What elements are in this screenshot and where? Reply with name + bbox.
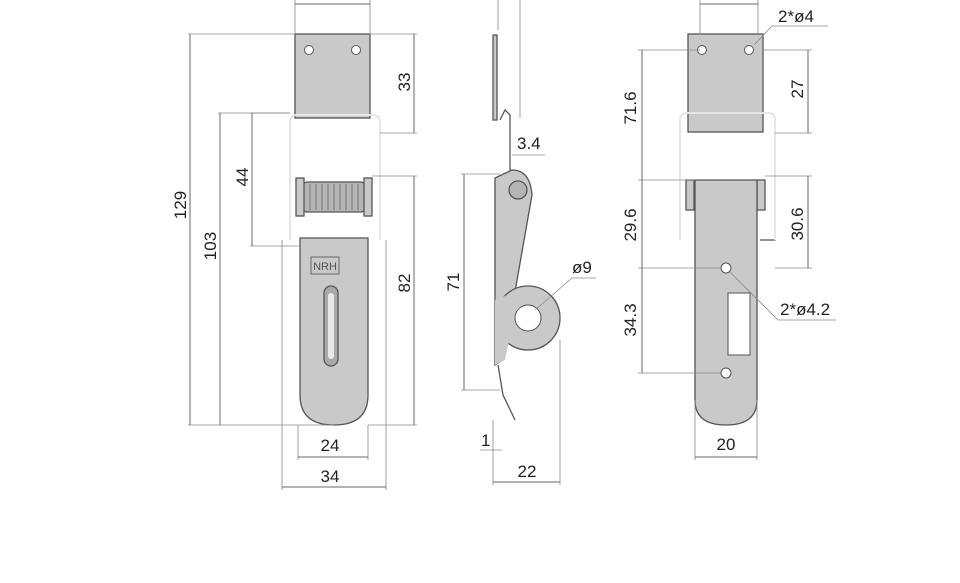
dim-overall-height: 129: [171, 191, 190, 219]
rear-hinge-right: [756, 179, 766, 211]
latch-logo-box: [310, 256, 340, 275]
dim-depth: 22: [518, 462, 537, 481]
hasp-hole-left: [304, 45, 314, 55]
side-ring-cover: [495, 290, 520, 365]
side-view: 3.4 71 ø9 1 22: [444, 0, 596, 485]
hinge-knuckle-right: [363, 177, 373, 217]
dim-bail-span: 29.6: [621, 208, 640, 241]
rear-hinge-left: [685, 179, 695, 211]
hinge-knuckle-left: [295, 177, 305, 217]
dim-bail-height: 44: [233, 168, 252, 187]
dim-tip-width: 24: [321, 436, 340, 455]
dim-body-length: 71: [444, 273, 463, 292]
dim-body-offset: 30.6: [788, 207, 807, 240]
front-view: NRH 129 103 44 33 82 24 34: [171, 0, 417, 490]
spring-coil-lines: [309, 184, 359, 210]
dim-ring-hole: ø9: [572, 258, 592, 277]
latch-logo: NRH: [313, 261, 337, 273]
dim-hole-spacing: 34.3: [621, 303, 640, 336]
dim-base-width: 20: [717, 435, 736, 454]
dim-body-holes: 2*ø4.2: [780, 300, 830, 319]
bail-wire-inner: [289, 114, 381, 240]
hasp-hole-right: [351, 45, 361, 55]
ring-hole: [514, 304, 542, 332]
rear-body-hole-top: [720, 262, 732, 274]
side-tail: [497, 364, 516, 421]
rear-body-hole-bottom: [720, 367, 732, 379]
latch-slot-inner: [328, 293, 334, 359]
rear-body: [694, 179, 758, 426]
side-pivot: [508, 180, 528, 200]
side-plate: [492, 34, 498, 121]
rear-window: [727, 292, 751, 356]
rear-view: 2*ø4 71.6 27 29.6 30.6 2*ø4.2 34.3 20: [621, 0, 836, 460]
dim-thickness: 3.4: [517, 134, 541, 153]
dim-body-height: 82: [395, 274, 414, 293]
dim-plate-height-rear: 27: [788, 80, 807, 99]
dim-hook-thickness: 1: [481, 431, 490, 450]
dim-overall-width: 34: [321, 467, 340, 486]
dim-plate-holes: 2*ø4: [778, 7, 814, 26]
dim-hook-height: 103: [201, 232, 220, 260]
rear-bail-inner: [679, 112, 776, 240]
dim-upper-length: 71.6: [621, 91, 640, 124]
rear-plate-hole-right: [744, 45, 754, 55]
dim-plate-height: 33: [395, 73, 414, 92]
